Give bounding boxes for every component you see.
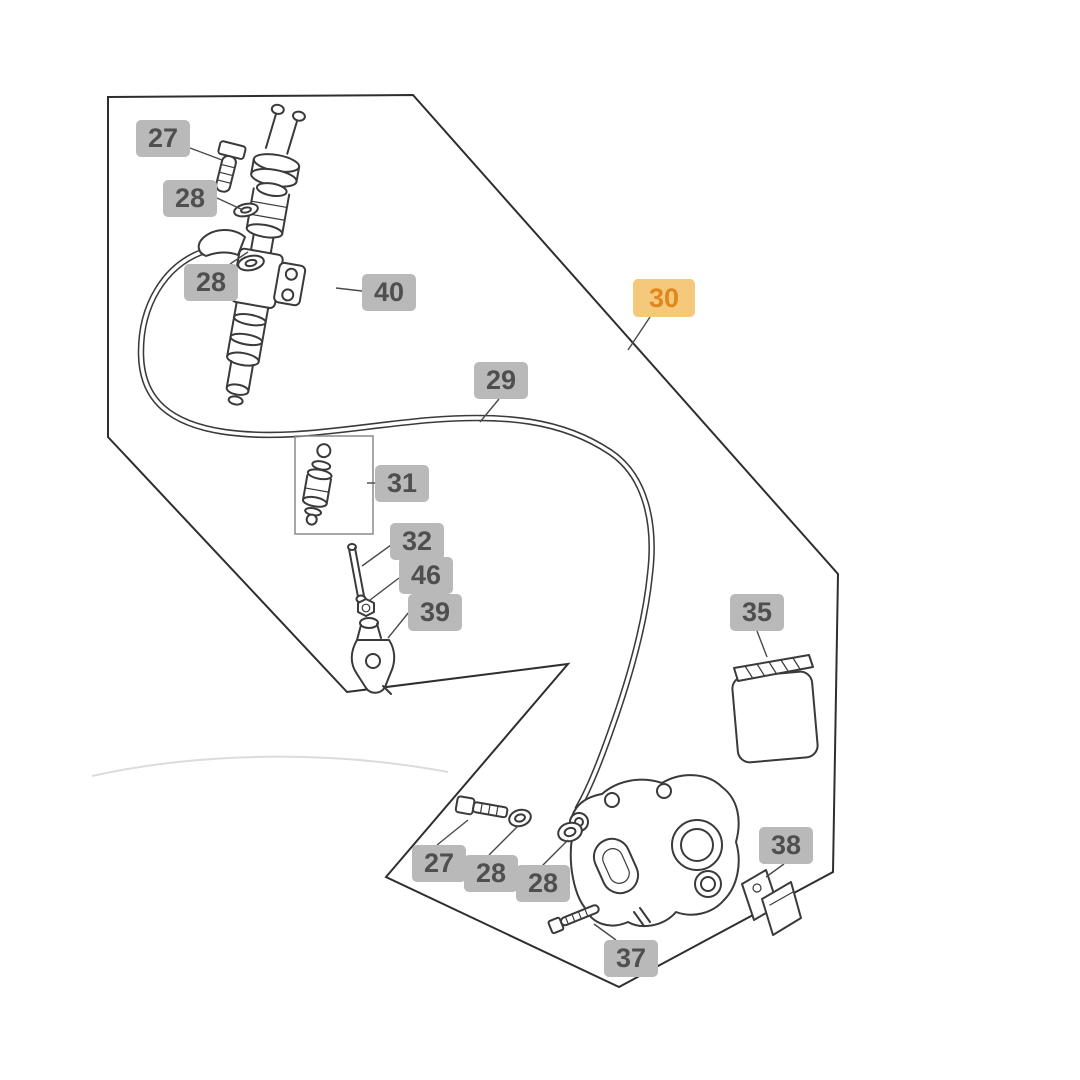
piston-repair-kit xyxy=(294,435,374,535)
caliper-bracket xyxy=(741,869,802,936)
master-cylinder-assembly xyxy=(197,103,307,406)
callout-28-top-1[interactable]: 28 xyxy=(163,180,217,217)
leader-lines xyxy=(189,147,785,941)
washer xyxy=(233,202,259,218)
callout-31[interactable]: 31 xyxy=(375,465,429,502)
callout-35[interactable]: 35 xyxy=(730,594,784,631)
callout-28-bottom-1[interactable]: 28 xyxy=(464,855,518,892)
clevis xyxy=(350,617,396,695)
reservoir-bolt xyxy=(286,119,299,155)
caliper-bolt xyxy=(454,795,509,819)
push-rod xyxy=(347,543,367,604)
callout-32[interactable]: 32 xyxy=(390,523,444,560)
faint-curve xyxy=(91,755,449,777)
callout-27-top[interactable]: 27 xyxy=(136,120,190,157)
callout-27-bottom[interactable]: 27 xyxy=(412,845,466,882)
callout-29[interactable]: 29 xyxy=(474,362,528,399)
callout-46[interactable]: 46 xyxy=(399,557,453,594)
reservoir-bolt xyxy=(264,113,277,149)
callout-38[interactable]: 38 xyxy=(759,827,813,864)
callout-30-highlighted[interactable]: 30 xyxy=(633,279,695,317)
washer xyxy=(557,821,583,843)
hose-elbow xyxy=(197,229,246,257)
diagram-boundary xyxy=(107,93,840,989)
callout-28-bottom-2[interactable]: 28 xyxy=(516,865,570,902)
callout-39[interactable]: 39 xyxy=(408,594,462,631)
brake-caliper xyxy=(569,774,740,928)
callout-40[interactable]: 40 xyxy=(362,274,416,311)
pad-pin xyxy=(547,904,600,935)
banjo-bolt xyxy=(215,140,247,193)
callout-37[interactable]: 37 xyxy=(604,940,658,977)
lock-nut xyxy=(357,598,375,617)
brake-pads xyxy=(731,654,819,764)
washer xyxy=(237,254,265,272)
washer xyxy=(508,808,532,828)
bleed-nipple xyxy=(633,907,651,927)
callout-28-top-2[interactable]: 28 xyxy=(184,264,238,301)
